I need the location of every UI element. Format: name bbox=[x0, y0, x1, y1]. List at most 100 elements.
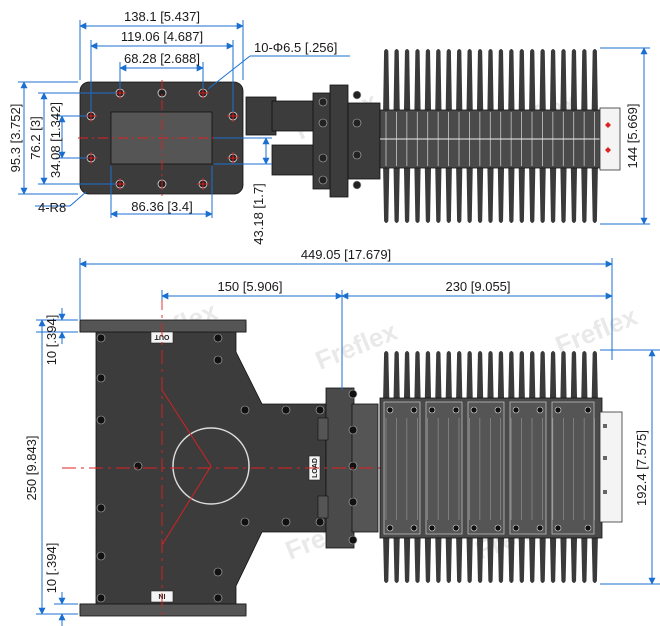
heatsink-fin bbox=[570, 49, 578, 112]
heatsink-fin bbox=[424, 166, 432, 223]
heatsink-fin bbox=[445, 351, 452, 400]
heatsink-fin bbox=[445, 49, 452, 112]
heatsink-fin bbox=[539, 49, 546, 112]
plate-screw bbox=[536, 406, 544, 414]
heatsink-fin bbox=[497, 536, 505, 583]
heatsink-fin bbox=[591, 351, 598, 400]
heatsink-fin bbox=[560, 166, 567, 223]
top-side-plate bbox=[599, 107, 621, 171]
top-side-markers bbox=[605, 122, 611, 153]
heatsink-fin bbox=[476, 351, 484, 400]
heatsink-fin bbox=[529, 351, 536, 400]
heatsink-fin bbox=[424, 351, 432, 400]
dim-34: 34.08 [1.342] bbox=[48, 102, 63, 178]
heatsink-fin bbox=[549, 536, 557, 583]
heatsink-fin bbox=[466, 351, 473, 400]
heatsink-fin bbox=[456, 49, 463, 112]
plate-screw bbox=[494, 406, 502, 414]
heatsink-fin bbox=[529, 166, 536, 223]
heatsink-fin bbox=[435, 351, 442, 400]
in-flange bbox=[79, 603, 247, 617]
load-side-view bbox=[245, 84, 381, 198]
heatsink-fin bbox=[393, 166, 400, 223]
top-core-lines bbox=[380, 112, 602, 166]
dim-height: 95.3 [3.752] bbox=[8, 104, 23, 173]
heatsink-fin bbox=[403, 49, 411, 112]
plate-screw bbox=[536, 524, 544, 532]
dim-150: 150 [5.906] bbox=[217, 279, 282, 294]
plate-screw bbox=[452, 406, 460, 414]
plate-screw bbox=[386, 406, 394, 414]
out-flange bbox=[79, 319, 247, 333]
plate-screw bbox=[386, 524, 394, 532]
plate-screw bbox=[494, 524, 502, 532]
dim-192: 192.4 [7.575] bbox=[634, 430, 649, 506]
dim-76: 76.2 [3] bbox=[28, 116, 43, 159]
bottom-view: OUT IN LOAD bbox=[62, 296, 610, 618]
heatsink-fin bbox=[383, 166, 390, 223]
heatsink-plate bbox=[383, 401, 421, 535]
dim-hole-span-outer: 119.06 [4.687] bbox=[121, 29, 203, 44]
heatsink-fin bbox=[414, 49, 421, 112]
heatsink-fin bbox=[476, 49, 484, 112]
heatsink-fin bbox=[466, 166, 473, 223]
dim-144: 144 [5.669] bbox=[625, 103, 640, 168]
heatsink-fin bbox=[403, 536, 411, 583]
heatsink-fin bbox=[476, 536, 484, 583]
plate-screw bbox=[428, 406, 436, 414]
heatsink-fin bbox=[539, 351, 546, 400]
heatsink-fin bbox=[539, 536, 546, 583]
heatsink-fin bbox=[549, 166, 557, 223]
heatsink-fin bbox=[570, 166, 578, 223]
heatsink-fin bbox=[591, 49, 598, 112]
heatsink-fin bbox=[466, 536, 473, 583]
heatsink-fin bbox=[529, 49, 536, 112]
heatsink-fin bbox=[466, 49, 473, 112]
heatsink-fin bbox=[591, 166, 598, 223]
plate-screw bbox=[410, 524, 418, 532]
body-bolts bbox=[96, 333, 325, 603]
heatsink-fin bbox=[539, 166, 546, 223]
heatsink-fin bbox=[424, 536, 432, 583]
heatsink-fin bbox=[487, 351, 494, 400]
heatsink-fin bbox=[518, 351, 525, 400]
heatsink-plate bbox=[467, 401, 505, 535]
dim-230: 230 [9.055] bbox=[445, 279, 510, 294]
plate-screw bbox=[512, 406, 520, 414]
heatsink-fin bbox=[570, 351, 578, 400]
heatsink-fin bbox=[581, 351, 588, 400]
heatsink-fin bbox=[487, 49, 494, 112]
plate-screw bbox=[470, 406, 478, 414]
dim-total-length: 449.05 [17.679] bbox=[301, 247, 391, 262]
heatsink-fin bbox=[497, 351, 505, 400]
heatsink-fin bbox=[560, 536, 567, 583]
top-heatsink-fins bbox=[383, 49, 598, 223]
heatsink-fin bbox=[487, 166, 494, 223]
bottom-dimensions: 449.05 [17.679] 150 [5.906] 230 [9.055] … bbox=[24, 247, 660, 626]
dim-10-bottom: 10 [.394] bbox=[44, 543, 59, 594]
heatsink-fin bbox=[403, 351, 411, 400]
heatsink-fin bbox=[383, 49, 390, 112]
bottom-heatsink-core-details bbox=[383, 401, 595, 535]
heatsink-fin bbox=[435, 536, 442, 583]
heatsink-fin bbox=[393, 351, 400, 400]
heatsink-fin bbox=[424, 49, 432, 112]
heatsink-fin bbox=[414, 536, 421, 583]
plate-screw bbox=[410, 406, 418, 414]
heatsink-fin bbox=[560, 351, 567, 400]
bottom-heatsink-fins bbox=[383, 351, 598, 583]
heatsink-fin bbox=[518, 166, 525, 223]
plate-screw bbox=[554, 524, 562, 532]
heatsink-fin bbox=[549, 49, 557, 112]
heatsink-fin bbox=[549, 351, 557, 400]
dim-total-width: 138.1 [5.437] bbox=[124, 9, 200, 24]
plate-screw bbox=[512, 524, 520, 532]
heatsink-fin bbox=[497, 49, 505, 112]
heatsink-fin bbox=[570, 536, 578, 583]
dim-86: 86.36 [3.4] bbox=[131, 199, 192, 214]
heatsink-fin bbox=[508, 536, 515, 583]
heatsink-fin bbox=[456, 536, 463, 583]
top-view bbox=[78, 80, 381, 198]
